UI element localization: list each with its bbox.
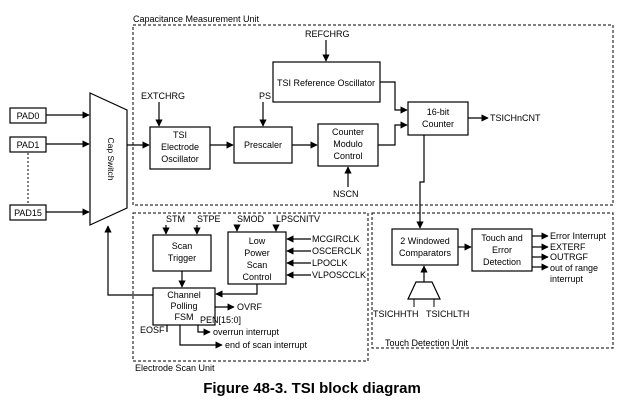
touch-unit-border	[371, 212, 614, 349]
scan-trigger-box	[152, 234, 212, 272]
channel-fsm-line3: FSM	[175, 312, 194, 322]
low-power-box	[227, 231, 287, 285]
reference-oscillator-label: TSI Reference Oscillator	[277, 78, 375, 88]
counter-modulo-box	[317, 123, 379, 167]
extchrg-label: EXTCHRG	[141, 91, 185, 101]
touch-detection-box	[471, 228, 533, 272]
counter-modulo-line2: Modulo	[333, 139, 363, 149]
tsichlth-label: TSICHLTH	[426, 309, 469, 319]
lpscnitv-label: LPSCNITV	[276, 214, 320, 224]
cap-switch-label: Cap Switch	[106, 138, 116, 181]
end-scan-wire	[179, 325, 223, 349]
stm-label: STM	[166, 214, 185, 224]
ovrf-label: OVRF	[237, 302, 263, 312]
reference-oscillator-box	[272, 61, 381, 103]
channel-fsm-box	[152, 287, 216, 326]
tsi-oscillator-line1: TSI	[173, 130, 187, 140]
pad15-label: PAD15	[14, 208, 42, 218]
outrgf-label: OUTRGF	[550, 252, 588, 262]
pad0-label: PAD0	[17, 111, 40, 121]
scan-trigger-line1: Scan	[172, 241, 193, 251]
smod-label: SMOD	[237, 214, 265, 224]
pen-label: PEN[15:0]	[200, 315, 241, 325]
cap-switch-shape	[89, 92, 128, 226]
comparators-line2: Comparators	[399, 248, 452, 258]
touch-detection-line3: Detection	[483, 257, 521, 267]
touch-detection-line1: Touch and	[481, 233, 523, 243]
comparators-box	[391, 228, 459, 266]
end-scan-label: end of scan interrupt	[225, 340, 308, 350]
tsichncnt-label: TSICHnCNT	[490, 113, 541, 123]
low-power-line3: Scan	[247, 260, 268, 270]
capacitance-unit-border	[132, 24, 614, 206]
out-of-range-line2: interrupt	[550, 274, 584, 284]
tsi-oscillator-box	[149, 126, 211, 170]
channel-fsm-line2: Polling	[170, 301, 197, 311]
counter16-to-comparators	[416, 135, 425, 229]
prescaler-label: Prescaler	[244, 140, 282, 150]
prescaler-box	[233, 126, 293, 164]
channel-fsm-line1: Channel	[167, 290, 201, 300]
lpoclk-label: LPOCLK	[312, 258, 348, 268]
low-power-line4: Control	[242, 272, 271, 282]
scan-unit-title: Electrode Scan Unit	[135, 363, 215, 373]
refosc-to-counter16	[380, 81, 408, 114]
tsichhth-label: TSICHHTH	[373, 309, 419, 319]
error-interrupt-label: Error Interrupt	[550, 231, 607, 241]
low-power-line1: Low	[249, 236, 266, 246]
nscn-label: NSCN	[333, 189, 359, 199]
overrun-wire	[197, 325, 211, 336]
touch-unit-title: Touch Detection Unit	[385, 338, 469, 348]
tsi-oscillator-line2: Electrode	[161, 142, 199, 152]
scan-unit-border	[132, 212, 369, 362]
oscerclk-label: OSCERCLK	[312, 246, 362, 256]
overrun-label: overrun interrupt	[213, 327, 280, 337]
counter-modulo-line3: Control	[333, 151, 362, 161]
fsm-to-capswitch	[104, 225, 153, 296]
mcgirclk-label: MCGIRCLK	[312, 234, 360, 244]
touch-detection-line2: Error	[492, 245, 512, 255]
figure-caption: Figure 48-3. TSI block diagram	[203, 380, 421, 397]
vlposcclk-label: VLPOSCCLK	[312, 270, 366, 280]
refchrg-label: REFCHRG	[305, 29, 350, 39]
lowpower-to-fsm	[215, 284, 258, 298]
counter-modulo-line1: Counter	[332, 127, 364, 137]
counter16-line2: Counter	[422, 119, 454, 129]
exterf-label: EXTERF	[550, 242, 586, 252]
capacitance-unit-title: Capacitance Measurement Unit	[133, 14, 260, 24]
tsi-oscillator-line3: Oscillator	[161, 154, 199, 164]
comparators-line1: 2 Windowed	[400, 236, 450, 246]
ps-label: PS	[259, 91, 271, 101]
modulo-to-counter16	[378, 121, 408, 146]
out-of-range-line1: out of range	[550, 263, 598, 273]
eosf-label: EOSF	[140, 325, 165, 335]
counter16-line1: 16-bit	[427, 107, 450, 117]
stpe-label: STPE	[197, 214, 221, 224]
threshold-trapezoid	[407, 281, 441, 300]
pad1-label: PAD1	[17, 140, 40, 150]
scan-trigger-line2: Trigger	[168, 253, 196, 263]
low-power-line2: Power	[244, 248, 270, 258]
